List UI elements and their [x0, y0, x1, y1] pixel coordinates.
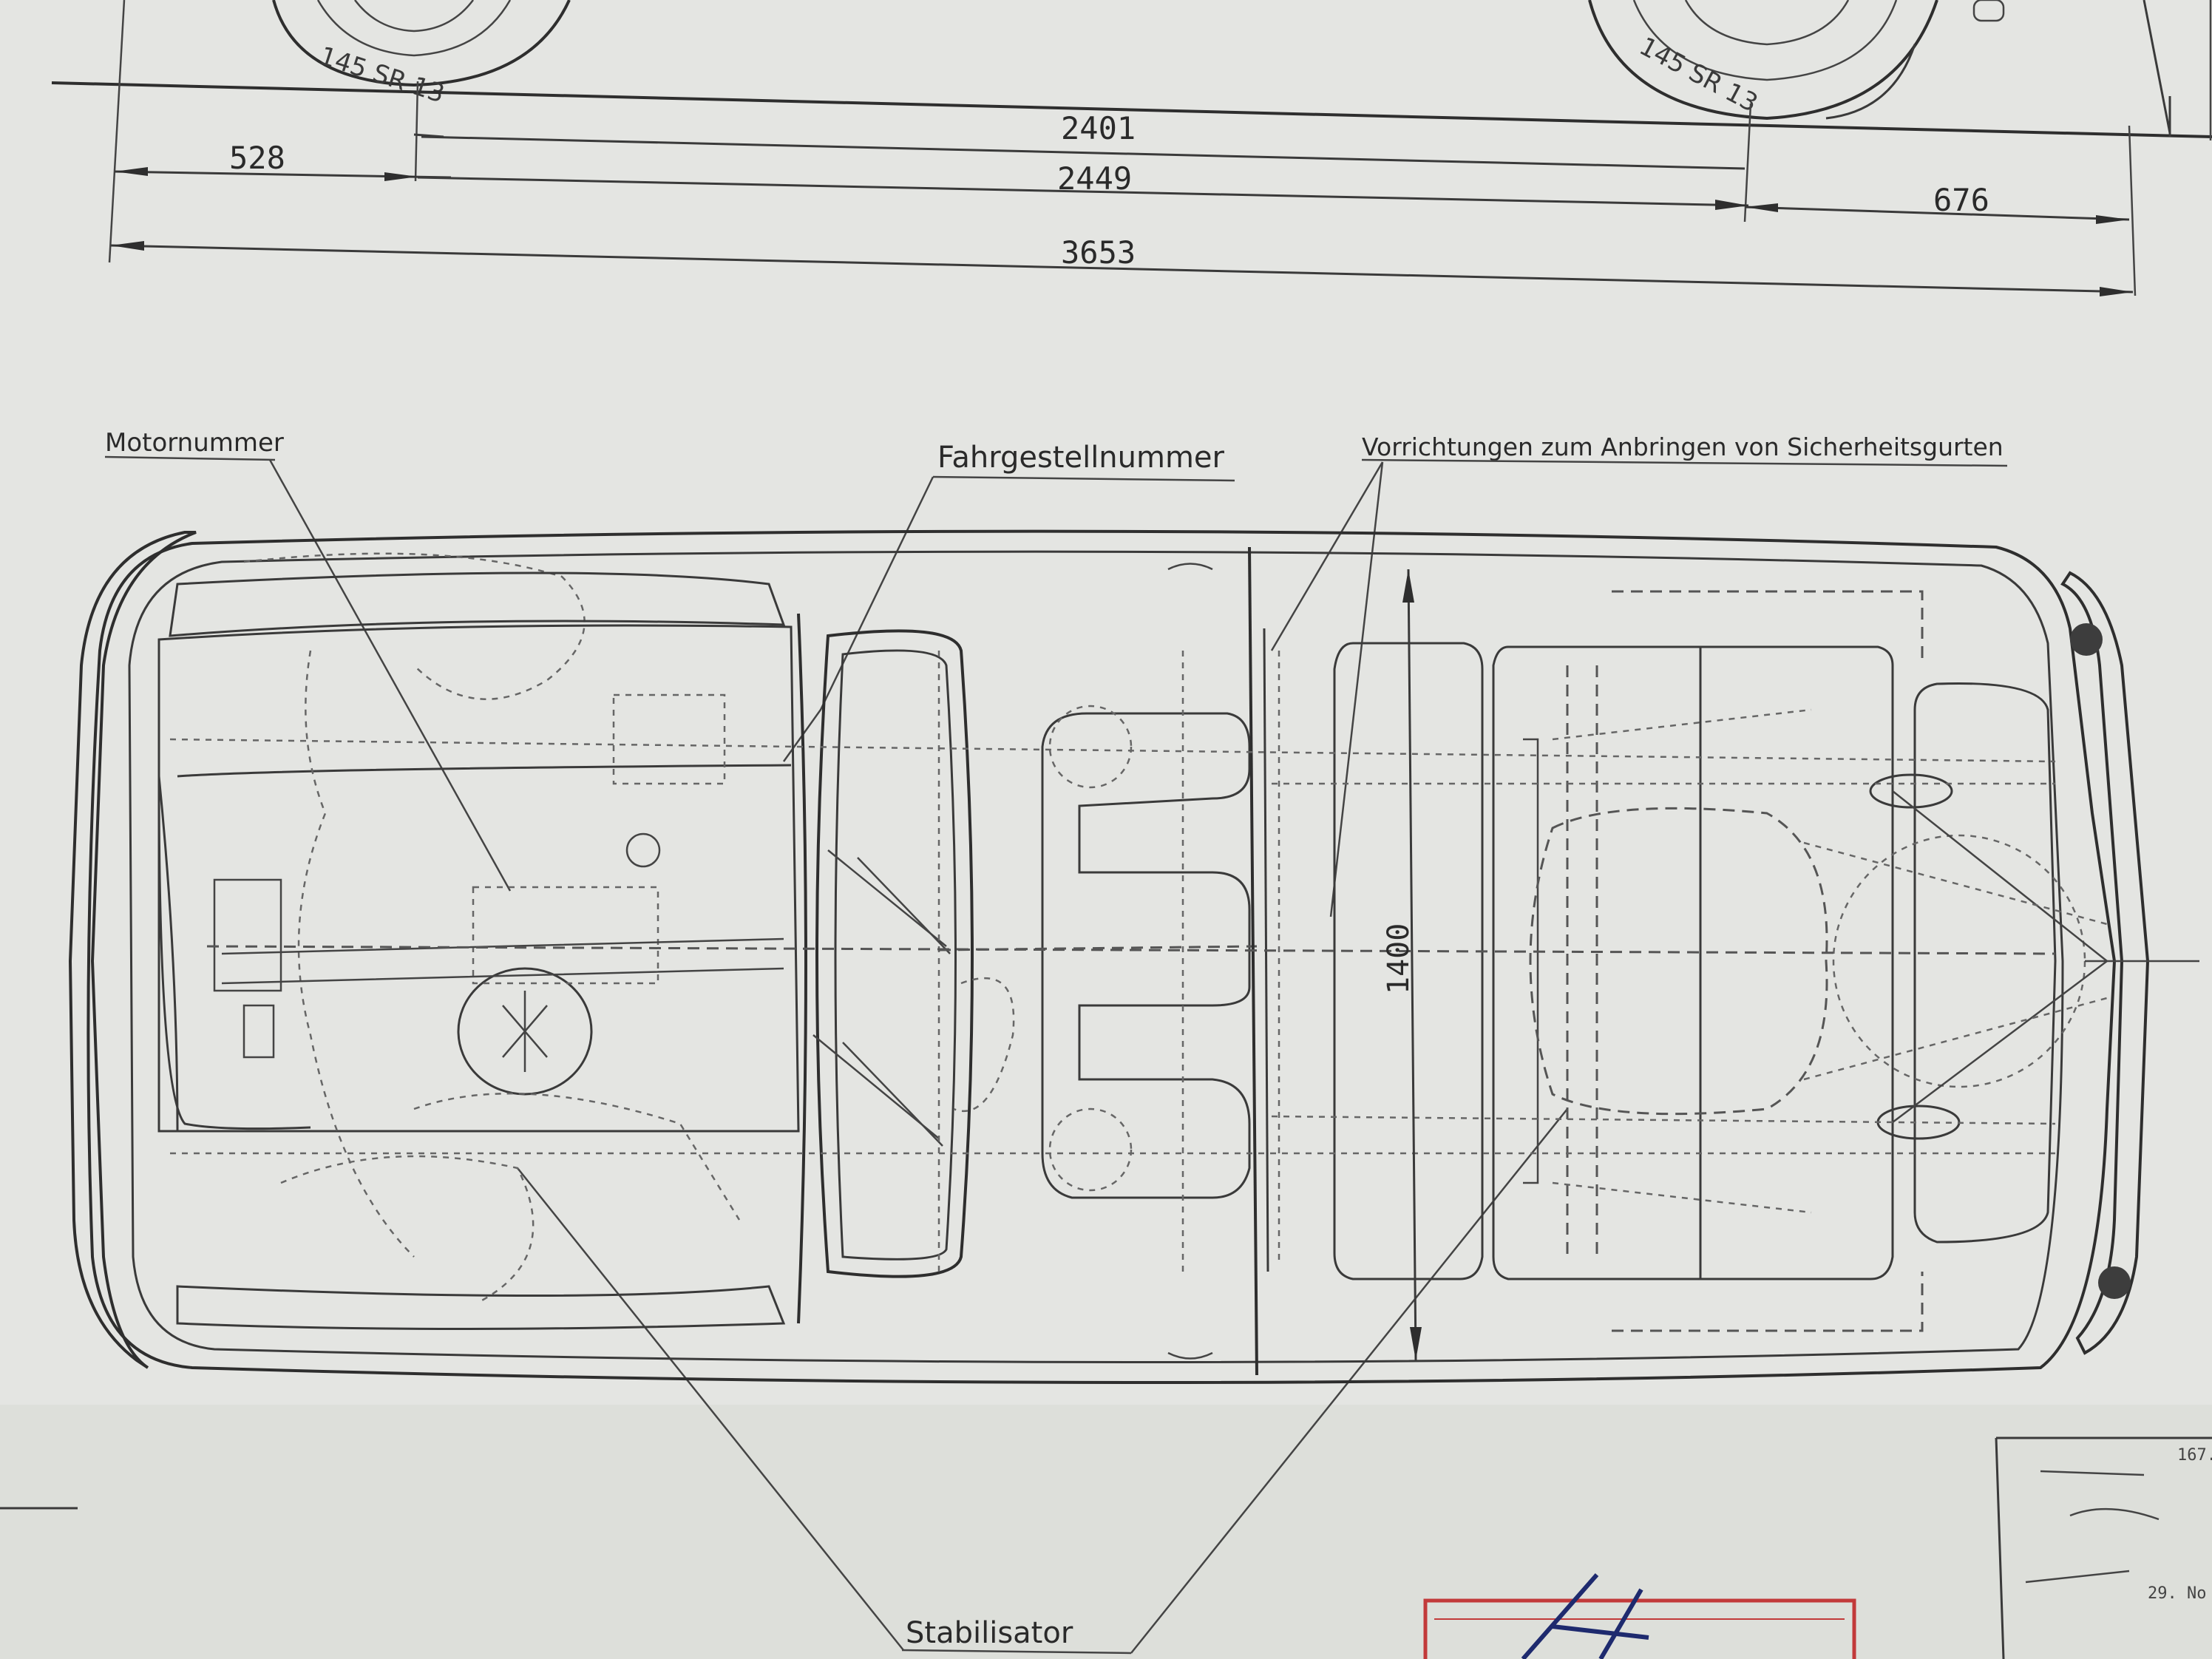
- title-block-date: 29. No: [2148, 1584, 2206, 1603]
- leader-engine-number: [268, 459, 512, 892]
- dim-overall-length: 3653: [1061, 234, 1136, 271]
- title-block: [1995, 1436, 2212, 1659]
- dim-front-overhang: 528: [229, 140, 285, 176]
- ground-line: [51, 81, 2212, 138]
- leader-chassis-number: [782, 476, 934, 762]
- dimension-lines: [108, 0, 2212, 296]
- approval-stamp: [1423, 1573, 1856, 1659]
- label-engine-number: Motornummer: [105, 428, 284, 458]
- paper-shadow: [0, 1405, 2212, 1659]
- height-extension: [2143, 0, 2171, 134]
- dim-width: 1400: [1382, 923, 1416, 994]
- front-wheel: [272, 0, 571, 87]
- label-stabilizer: Stabilisator: [906, 1616, 1073, 1650]
- dim-rear-overhang: 676: [1933, 182, 1989, 218]
- leader-stabilizer-left: [517, 1167, 904, 1651]
- dim-wheelbase-b: 2449: [1057, 160, 1132, 197]
- leader-seatbelt-1: [1270, 461, 1384, 651]
- rear-wheel: [1588, 0, 2005, 121]
- leader-seatbelt-2: [1329, 461, 1384, 917]
- dim-wheelbase-a: 2401: [1061, 110, 1136, 146]
- width-dimension: [1402, 569, 1422, 1361]
- label-chassis-number: Fahrgestellnummer: [937, 441, 1225, 475]
- title-block-sheet-no: 167.: [2177, 1446, 2212, 1465]
- label-seatbelt-mounts: Vorrichtungen zum Anbringen von Sicherhe…: [1362, 432, 2004, 461]
- car-plan-view: [68, 529, 2199, 1384]
